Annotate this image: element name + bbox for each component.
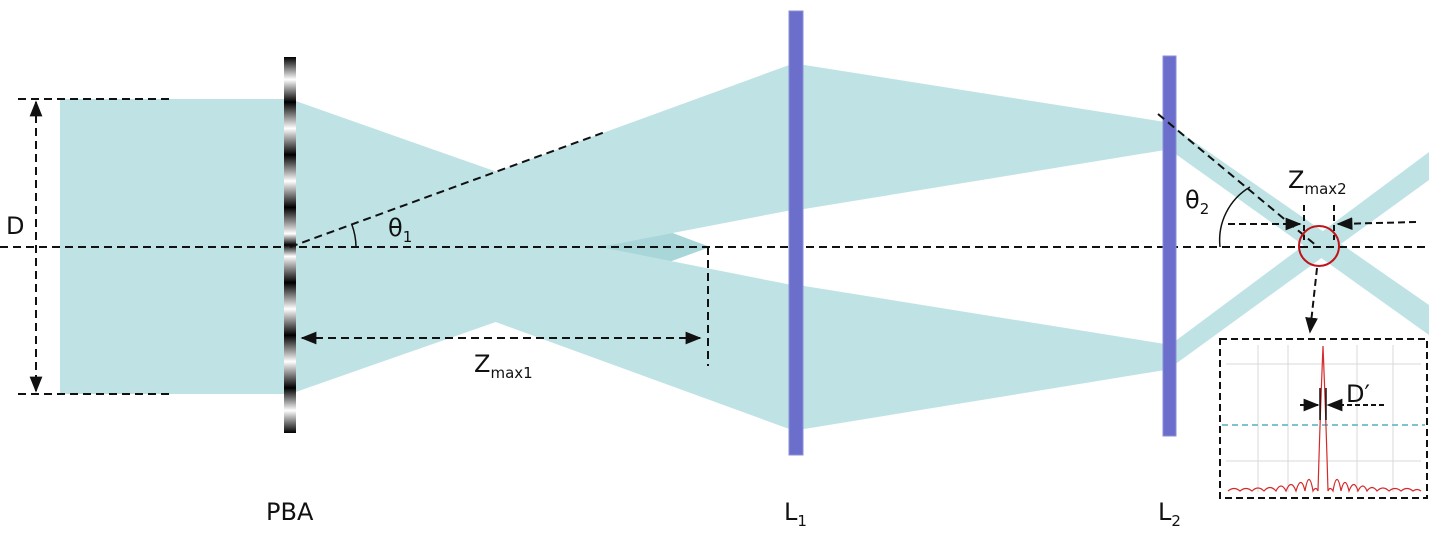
pba-label: PBA bbox=[266, 498, 314, 526]
zmax1-label: Z bbox=[474, 350, 490, 378]
zmax2-dimension bbox=[1228, 205, 1417, 240]
svg-text:Zmax1: Zmax1 bbox=[474, 350, 533, 382]
profile-curve bbox=[1227, 345, 1422, 494]
aperture-dimension bbox=[18, 98, 172, 395]
theta2-arc bbox=[1218, 186, 1251, 248]
l1-subscript: 1 bbox=[797, 512, 807, 530]
svg-text:Zmax2: Zmax2 bbox=[1288, 166, 1347, 198]
svg-text:L2: L2 bbox=[1158, 498, 1181, 530]
axicon-pba bbox=[284, 57, 296, 433]
beam-after-l2-up bbox=[1170, 152, 1429, 368]
zmax2-subscript: max2 bbox=[1304, 180, 1346, 198]
lens-l2 bbox=[1162, 55, 1177, 437]
zmax2-label: Z bbox=[1288, 166, 1304, 194]
beam-profile-inset bbox=[1219, 338, 1428, 499]
theta1-ray bbox=[289, 131, 606, 248]
l1-label: L bbox=[784, 498, 798, 526]
theta1-subscript: 1 bbox=[403, 228, 413, 246]
focus-circle bbox=[1298, 225, 1340, 267]
lens-l1 bbox=[788, 10, 804, 456]
svg-text:L1: L1 bbox=[784, 498, 807, 530]
l2-subscript: 2 bbox=[1171, 512, 1181, 530]
theta2-subscript: 2 bbox=[1200, 200, 1210, 218]
inset-pointer bbox=[1305, 267, 1318, 334]
aperture-label: D bbox=[6, 212, 24, 240]
theta1-label: θ bbox=[388, 214, 403, 242]
theta1-arc bbox=[351, 224, 357, 248]
beam-l1-l2-lower bbox=[798, 285, 1165, 430]
svg-text:θ1: θ1 bbox=[388, 214, 412, 246]
theta2-label: θ bbox=[1185, 186, 1200, 214]
l2-label: L bbox=[1158, 498, 1172, 526]
zmax1-subscript: max1 bbox=[490, 364, 532, 382]
svg-text:θ2: θ2 bbox=[1185, 186, 1209, 218]
dprime-label: D′ bbox=[1346, 380, 1370, 408]
inset-grid bbox=[1226, 345, 1421, 492]
beam-l1-l2-upper bbox=[798, 64, 1165, 210]
